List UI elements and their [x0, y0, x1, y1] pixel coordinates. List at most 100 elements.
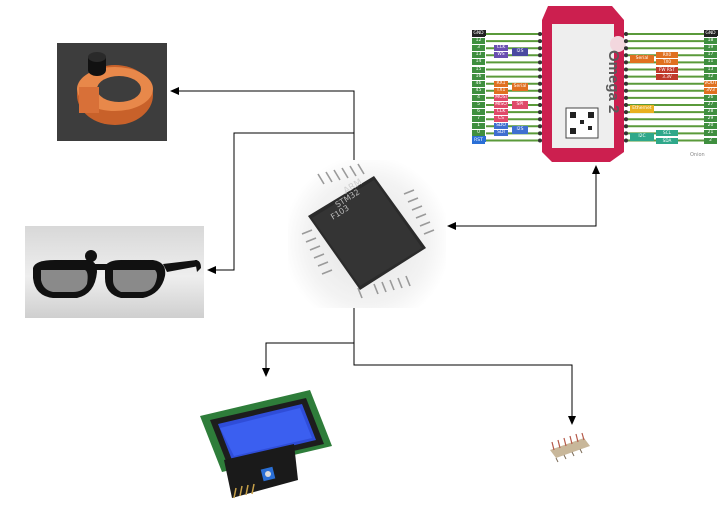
left-function-tag: CLK — [494, 109, 508, 116]
left-pin-dot — [538, 117, 542, 122]
right-pin-dot — [624, 46, 628, 51]
omega-footer-text: Onion — [690, 152, 705, 158]
left-pin-number: 4 — [472, 94, 485, 101]
right-pin-dot — [624, 124, 628, 129]
right-pin-number: 20 — [704, 123, 717, 130]
right-pin-dot — [624, 60, 628, 65]
left-pin-dot — [538, 81, 542, 86]
left-function-group: Serial — [512, 83, 528, 92]
left-pin-dot — [538, 53, 542, 58]
right-pin-dot — [624, 110, 628, 115]
left-pin-dot — [538, 95, 542, 100]
resistor-array-image — [546, 432, 596, 464]
right-pin-number: 26 — [704, 94, 717, 101]
left-function-group: I2S — [512, 125, 528, 134]
right-function-tag: SDA — [656, 137, 678, 144]
left-pin-dot — [538, 32, 542, 36]
right-pin-number: 17 — [704, 52, 717, 59]
right-pin-number: 13 — [704, 66, 717, 73]
right-pin-dot — [624, 32, 628, 36]
right-function-tag: 3.3V — [656, 73, 678, 80]
right-pin-dot — [624, 138, 628, 143]
left-pin-number: 46 — [472, 80, 485, 87]
left-pin-number: 5 — [472, 102, 485, 108]
right-pin-number: 27 — [704, 102, 717, 108]
left-function-tag: CLK — [494, 45, 508, 52]
left-pin-number: 7 — [472, 116, 485, 123]
right-function-tag: TX0 — [656, 59, 678, 66]
left-pin-number: 15 — [472, 66, 485, 73]
right-pin-number: 18 — [704, 38, 717, 45]
lcd-module-image — [198, 388, 334, 500]
arrow-to-resistors — [353, 343, 576, 425]
right-pin-dot — [624, 81, 628, 86]
right-function-tag: FW RST — [656, 66, 678, 73]
right-pin-dot — [624, 95, 628, 100]
stm32-microcontroller-image — [288, 160, 446, 308]
right-pin-dot — [624, 39, 628, 44]
left-pin-dot — [538, 39, 542, 44]
left-pin-dot — [538, 103, 542, 107]
right-function-tag: RX0 — [656, 52, 678, 59]
right-function-group: Ethernet — [630, 104, 654, 113]
left-pin-number: RST — [472, 137, 485, 144]
left-pin-dot — [538, 74, 542, 79]
right-pin-number: 11 — [704, 59, 717, 66]
arrow-to-lcd — [262, 308, 355, 377]
smart-glasses-image — [25, 226, 204, 318]
left-pin-dot — [538, 46, 542, 51]
right-pin-number: 29 — [704, 116, 717, 123]
right-pin-dot — [624, 67, 628, 72]
left-pin-number: 13 — [472, 52, 485, 59]
left-pin-dot — [538, 88, 542, 93]
left-function-tag: TX1 — [494, 87, 508, 94]
right-pin-dot — [624, 53, 628, 58]
left-pin-dot — [538, 60, 542, 65]
right-pin-number: 28 — [704, 109, 717, 116]
left-pin-number: 12 — [472, 38, 485, 45]
left-pin-number: 45 — [472, 87, 485, 94]
right-pin-dot — [624, 74, 628, 79]
right-pin-number: 19 — [704, 45, 717, 52]
right-pin-number: 21 — [704, 130, 717, 137]
right-pin-number: 12 — [704, 73, 717, 80]
right-pin-number: VOUT — [704, 80, 717, 87]
left-pin-number: 1 — [472, 123, 485, 130]
right-pin-number: 2 — [704, 137, 717, 144]
right-pin-dot — [624, 103, 628, 107]
left-pin-number: 6 — [472, 109, 485, 116]
right-function-group: I2C — [630, 132, 654, 141]
left-function-tag: MOSI — [494, 94, 508, 101]
left-pin-number: 16 — [472, 73, 485, 80]
left-pin-dot — [538, 124, 542, 129]
left-pin-dot — [538, 131, 542, 136]
left-function-tag: RX1 — [494, 80, 508, 87]
right-pin-number: GND — [704, 31, 717, 37]
right-pin-number: 3V3 — [704, 87, 717, 94]
left-function-group: I2S — [512, 47, 528, 56]
right-function-tag: SCL — [656, 130, 678, 137]
arrow-to-chip — [447, 168, 597, 230]
omega-brand-label: Omega 2 — [605, 50, 622, 114]
left-pin-number: GND — [472, 31, 485, 37]
smart-ring-image — [57, 43, 167, 141]
left-function-group: SPI — [512, 101, 528, 109]
left-pin-dot — [538, 138, 542, 143]
left-function-tag: SDI — [494, 130, 508, 137]
arrow-to-ring — [170, 87, 355, 160]
left-pin-dot — [538, 110, 542, 115]
left-function-tag: MISO — [494, 102, 508, 108]
left-pin-dot — [538, 67, 542, 72]
left-function-tag: SDO — [494, 123, 508, 130]
left-function-tag: WS — [494, 52, 508, 59]
right-pin-dot — [624, 88, 628, 93]
right-pin-dot — [624, 131, 628, 136]
left-pin-number: 0 — [472, 130, 485, 137]
left-pin-number: 14 — [472, 59, 485, 66]
left-pin-number: 3 — [472, 45, 485, 52]
left-function-tag: CS — [494, 116, 508, 123]
right-function-group: Serial — [630, 54, 654, 63]
arrow-to-glasses — [207, 132, 354, 274]
